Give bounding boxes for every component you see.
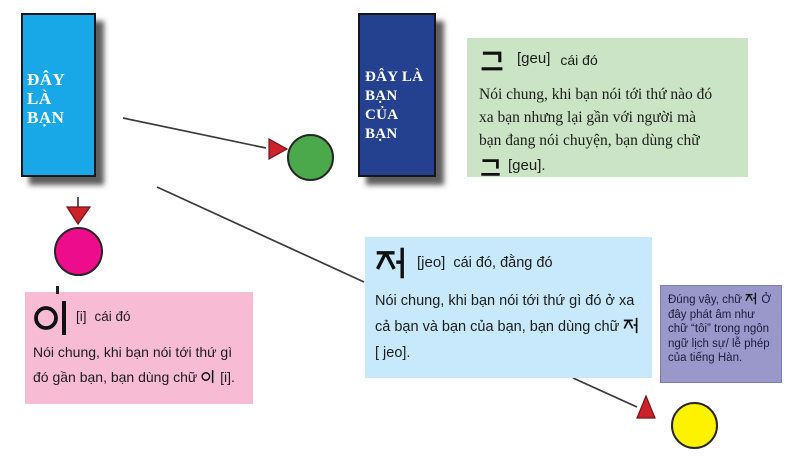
- panel-geu-footer: [geu].: [479, 154, 740, 179]
- body-text: đó gần bạn, bạn dùng chữ: [33, 369, 198, 385]
- romanization: [jeo]: [417, 254, 446, 271]
- panel-geu-body-line: bạn đang nói chuyện, bạn dùng chữ: [479, 132, 700, 149]
- box-you-line: ĐÂY: [27, 70, 66, 89]
- box-friend-line: BẠN: [365, 88, 398, 104]
- panel-jeo-body-line: cả bạn và bạn của bạn, bạn dùng chữ: [375, 314, 644, 340]
- box-this-is-your-friend: ĐÂY LÀ BẠN CỦA BẠN: [358, 13, 436, 177]
- green-circle: [287, 134, 334, 181]
- hangul-i-glyph: [201, 369, 216, 384]
- arrowhead-up-icon: [636, 394, 656, 419]
- body-text: cả bạn và bạn của bạn, bạn dùng chữ: [375, 319, 620, 335]
- panel-i-body-line: Nói chung, khi bạn nói tới thứ gì: [33, 344, 233, 360]
- arrowhead-right-icon: [268, 137, 289, 161]
- hangul-geu-glyph: [479, 156, 502, 179]
- panel-geu-body-line: Nói chung, khi bạn nói tới thứ nào đó: [479, 86, 713, 103]
- box-friend-line: ĐÂY LÀ: [365, 69, 424, 85]
- hangul-jeo-glyph: [745, 292, 758, 305]
- box-this-is-you: ĐÂY LÀ BẠN: [21, 13, 96, 177]
- arrowhead-down-icon: [65, 206, 92, 226]
- meaning: cái đó, đằng đó: [453, 255, 553, 271]
- meaning: cái đó: [94, 309, 131, 324]
- panel-pronunciation-note: Đúng vậy, chữ Ở đây phát âm như chữ “tôi…: [660, 285, 782, 383]
- line-you-to-green-circle: [122, 117, 267, 149]
- romanization: [geu].: [508, 157, 546, 174]
- panel-jeo-body-line: [ jeo].: [375, 345, 411, 361]
- hangul-i-glyph: [33, 298, 73, 338]
- line-you-to-jeo-panel: [156, 186, 365, 283]
- magenta-circle: [54, 227, 103, 276]
- hangul-jeo-glyph: [623, 317, 640, 334]
- meaning: cái đó: [560, 52, 598, 68]
- panel-jeo: [jeo] cái đó, đằng đó Nói chung, khi bạn…: [365, 237, 652, 378]
- panel-jeo-body-line: Nói chung, khi bạn nói tới thứ gì đó ở x…: [375, 293, 635, 309]
- note-text: Ở đây phát âm như chữ “tôi” trong ngôn n…: [668, 294, 772, 364]
- romanization: [i]: [76, 309, 87, 324]
- box-you-line: LÀ: [27, 89, 52, 108]
- note-text: Đúng vậy, chữ: [668, 294, 742, 306]
- panel-jeo-header: [jeo] cái đó, đằng đó: [375, 244, 644, 280]
- hangul-geu-glyph: [479, 48, 505, 74]
- panel-i: [i] cái đó Nói chung, khi bạn nói tới th…: [25, 292, 253, 404]
- panel-i-header: [i] cái đó: [33, 298, 247, 338]
- panel-geu-body-line: xa bạn nhưng lại gần với người mà: [479, 109, 696, 126]
- panel-geu: [geu] cái đó Nói chung, khi bạn nói tới …: [467, 38, 748, 177]
- romanization: [geu]: [517, 50, 551, 67]
- hangul-jeo-glyph: [375, 246, 409, 280]
- stray-mark: [56, 286, 59, 294]
- yellow-circle: [671, 402, 718, 449]
- box-friend-line: CỦA: [365, 107, 399, 123]
- body-text: [i].: [220, 369, 235, 385]
- box-you-line: BẠN: [27, 108, 65, 127]
- panel-geu-header: [geu] cái đó: [479, 46, 740, 76]
- box-friend-line: BẠN: [365, 126, 398, 142]
- line-jeo-panel-to-yellow-circle: [572, 377, 638, 408]
- panel-i-body-line: đó gần bạn, bạn dùng chữ [i].: [33, 365, 247, 390]
